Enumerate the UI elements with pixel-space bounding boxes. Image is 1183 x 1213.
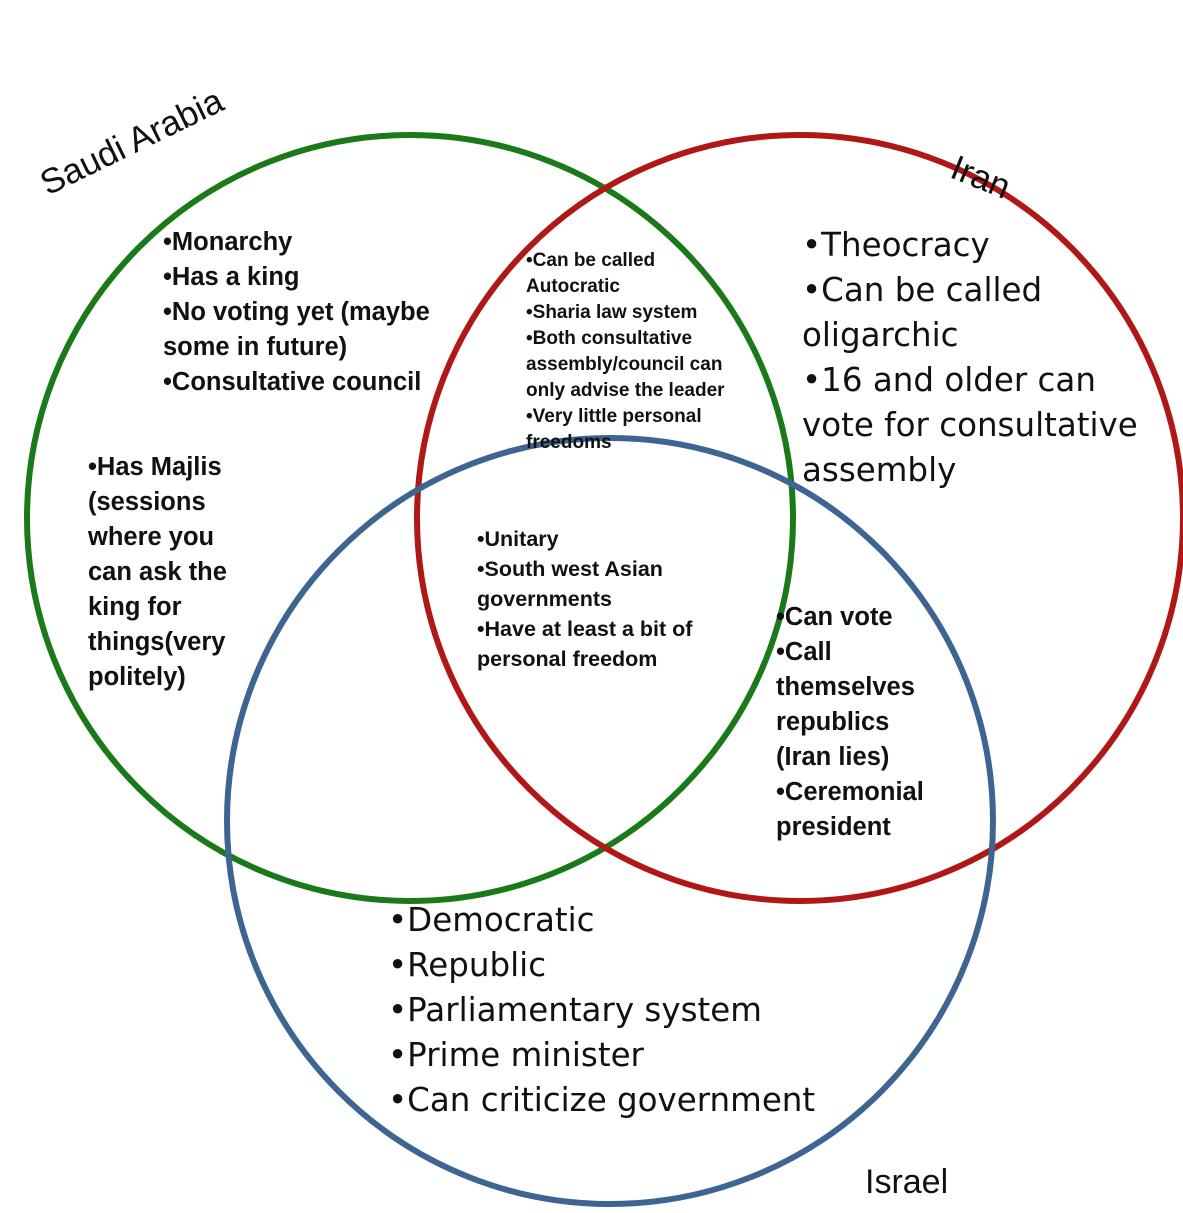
all-three-overlap-region: •Unitary •South west Asian governments •Ha…: [477, 524, 727, 674]
region-item: •Theocracy: [802, 226, 990, 264]
region-item: •Ceremonial president: [776, 778, 924, 841]
region-item: •Democratic: [388, 901, 595, 939]
region-item: •Prime minister: [388, 1036, 644, 1074]
region-item: •Both consultative assembly/council can …: [526, 328, 725, 401]
region-item: •Has Majlis (sessions where you can ask …: [88, 453, 227, 691]
region-item: •Has a king: [163, 263, 300, 291]
saudi-arabia-only-left-region: •Has Majlis (sessions where you can ask …: [88, 450, 253, 695]
israel-label: Israel: [865, 1163, 949, 1201]
saudi-arabia-only-top-region: •Monarchy •Has a king •No voting yet (mayb…: [163, 225, 435, 400]
region-item: •Call themselves republics (Iran lies): [776, 638, 915, 771]
iran-only-region: •Theocracy •Can be called oligarchic•16 a…: [802, 223, 1147, 493]
region-item: •South west Asian governments: [477, 557, 663, 611]
region-item: •Sharia law system: [526, 302, 698, 323]
region-item: •Parliamentary system: [388, 991, 762, 1029]
israel-circle: [224, 435, 996, 1207]
saudi-arabia-circle: [24, 132, 796, 904]
region-item: •Can be called oligarchic: [802, 271, 1043, 354]
region-item: •Very little personal freedoms: [526, 406, 702, 453]
region-item: •16 and older can vote for consultative …: [802, 361, 1138, 489]
iran-circle: [414, 132, 1183, 904]
saudi-iran-overlap-region: •Can be called Autocratic •Sharia law sys…: [526, 248, 748, 456]
region-item: •Can be called Autocratic: [526, 250, 656, 297]
region-item: •Can criticize government: [388, 1081, 816, 1119]
israel-only-region: •Democratic •Republic •Parliamentary syste…: [388, 898, 858, 1123]
region-item: •Consultative council: [163, 368, 422, 396]
region-item: •No voting yet (maybe some in future): [163, 298, 430, 361]
region-item: •Republic: [388, 946, 547, 984]
iran-israel-overlap-region: •Can vote •Call themselves republics (Ira…: [776, 600, 951, 845]
region-item: •Monarchy: [163, 228, 293, 256]
region-item: •Can vote: [776, 603, 893, 631]
region-item: •Unitary: [477, 527, 559, 551]
region-item: •Have at least a bit of personal freedom: [477, 617, 693, 671]
